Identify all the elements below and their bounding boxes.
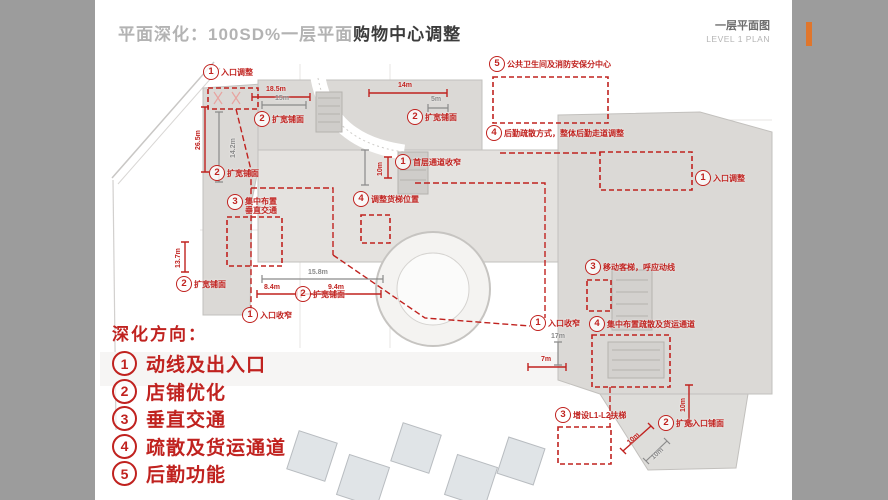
dim-label: 14m: [398, 82, 413, 89]
dim-label: 10m: [680, 397, 687, 412]
anno-number-icon: 1: [395, 154, 411, 170]
anno-number-icon: 5: [489, 56, 505, 72]
legend-item-shop-optimization: 2 店铺优化: [112, 378, 286, 404]
dim-label: 13.7m: [175, 248, 182, 268]
anno-number-icon: 4: [353, 191, 369, 207]
dim-label: 14.2m: [230, 138, 237, 158]
dim-label: 15m: [275, 95, 290, 102]
dim-label: 10m: [626, 431, 642, 447]
corner-title: 一层平面图: [715, 20, 770, 32]
legend-item-evacuation-freight: 4 疏散及货运通道: [112, 433, 286, 459]
anno-number-icon: 1: [530, 315, 546, 331]
anno-number-icon: 3: [585, 259, 601, 275]
anno-number-icon: 2: [295, 286, 311, 302]
anno-number-icon: 3: [227, 194, 243, 210]
anno-add-l1-l2-escalator: 3 增设L1-L2扶梯: [555, 407, 626, 423]
anno-entrance-adjust-e: 1 入口调整: [695, 170, 745, 186]
dim-label: 10m: [650, 446, 666, 462]
dim-label: 10m: [377, 161, 384, 176]
anno-widen-shops-w1: 2 扩宽铺面: [209, 165, 259, 181]
corner-subtitle: LEVEL 1 PLAN: [706, 33, 770, 44]
legend-item-circulation: 1 动线及出入口: [112, 351, 286, 376]
anno-number-icon: 4: [589, 316, 605, 332]
accent-bar: [806, 22, 812, 46]
anno-number-icon: 2: [658, 415, 674, 431]
anno-centralize-vertical-circulation: 3 集中布置 垂直交通: [227, 194, 277, 215]
anno-number-icon: 2: [254, 111, 270, 127]
legend-number-icon: 5: [112, 461, 137, 486]
page-title-dark: 购物中心调整: [353, 25, 462, 44]
dim-label: 8.4m: [264, 284, 280, 291]
anno-entrance-narrow-center: 1 入口收窄: [530, 315, 580, 331]
anno-number-icon: 4: [486, 125, 502, 141]
anno-number-icon: 1: [203, 64, 219, 80]
legend-number-icon: 1: [112, 351, 137, 376]
page-title-light: 平面深化：100SD%一层平面: [118, 25, 354, 44]
anno-widen-shops-n: 2 扩宽铺面: [254, 111, 304, 127]
anno-logistics-evacuation-adjust: 4 后勤疏散方式，整体后勤走道调整: [486, 125, 624, 141]
legend-number-icon: 2: [112, 378, 137, 404]
legend-item-vertical-transport: 3 垂直交通: [112, 406, 286, 431]
anno-widen-shops-w2: 2 扩宽铺面: [176, 276, 226, 292]
anno-adjust-freight-elevator: 4 调整货梯位置: [353, 191, 419, 207]
anno-widen-entrance-shops-se: 2 扩宽入口铺面: [658, 415, 724, 431]
dim-label: 17m: [551, 333, 566, 340]
dim-label: 18.5m: [266, 86, 286, 93]
anno-number-icon: 2: [176, 276, 192, 292]
legend: 深化方向： 1 动线及出入口 2 店铺优化 3 垂直交通 4 疏散及货运通道 5…: [112, 320, 286, 490]
dim-label: 15.8m: [308, 269, 328, 276]
legend-number-icon: 3: [112, 406, 137, 431]
anno-l1-corridor-narrow: 1 首层通道收窄: [395, 154, 461, 170]
dim-label: 5m: [431, 96, 442, 103]
anno-number-icon: 2: [407, 109, 423, 125]
legend-item-logistics: 5 后勤功能: [112, 461, 286, 486]
dim-label: 7m: [541, 356, 552, 363]
anno-widen-shops-center: 2 扩宽铺面: [407, 109, 457, 125]
anno-number-icon: 2: [209, 165, 225, 181]
anno-centralize-evacuation-freight: 4 集中布置疏散及货运通道: [589, 316, 695, 332]
anno-number-icon: 1: [695, 170, 711, 186]
anno-relocate-escalator: 3 移动客梯，呼应动线: [585, 259, 675, 275]
page-title: 平面深化：100SD%一层平面购物中心调整: [118, 20, 461, 45]
legend-heading: 深化方向：: [112, 325, 207, 344]
dim-label: 26.5m: [195, 130, 202, 150]
anno-restroom-security-center: 5 公共卫生间及消防安保分中心: [489, 56, 611, 72]
anno-entrance-adjust-nw: 1 入口调整: [203, 64, 253, 80]
anno-number-icon: 3: [555, 407, 571, 423]
legend-number-icon: 4: [112, 433, 137, 459]
corner-plan-label: 一层平面图 LEVEL 1 PLAN: [640, 20, 770, 44]
anno-widen-shops-sw: 2 扩宽铺面: [295, 286, 345, 302]
